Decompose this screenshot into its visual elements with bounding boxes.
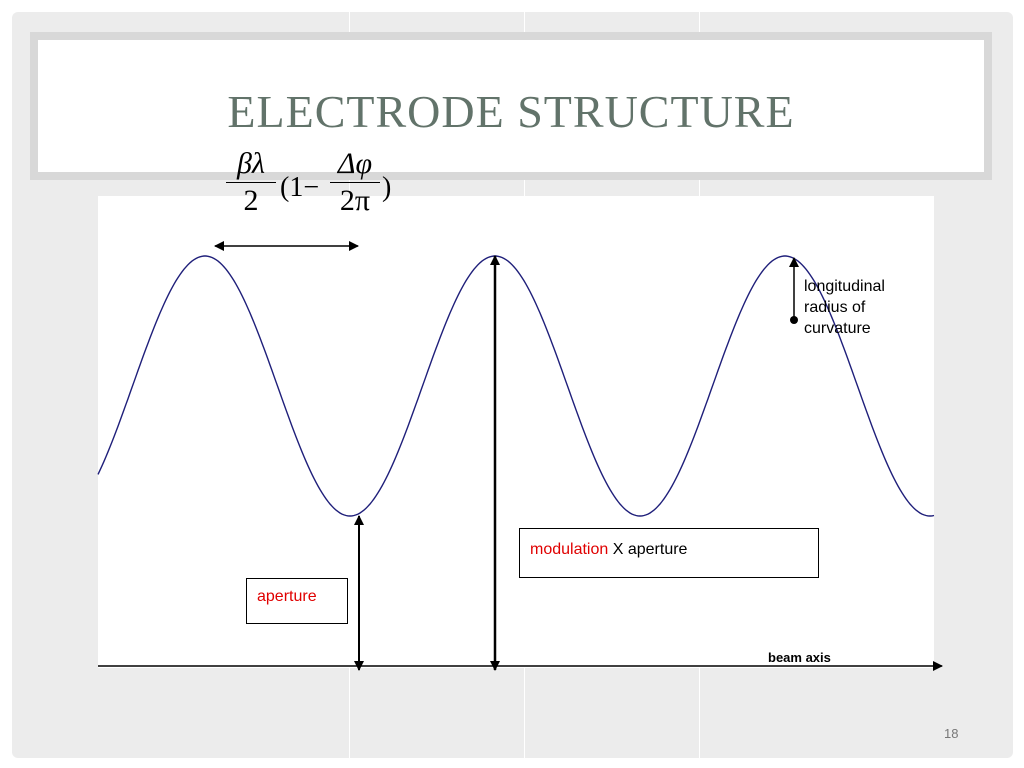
fraction-bar: [226, 182, 276, 183]
title-frame: ELECTRODE STRUCTURE: [30, 32, 992, 180]
formula-denominator-right: 2π: [339, 184, 371, 217]
formula-fraction-right: Δφ 2π: [330, 148, 380, 217]
curvature-label: longitudinal radius of curvature: [804, 276, 885, 339]
curvature-label-line: longitudinal: [804, 278, 885, 295]
formula-open-paren: (1−: [280, 172, 320, 203]
formula-close-paren: ): [382, 172, 392, 203]
curvature-label-line: radius of: [804, 299, 866, 316]
slide-title: ELECTRODE STRUCTURE: [227, 85, 795, 137]
formula: βλ 2 (1− Δφ 2π ): [222, 148, 402, 230]
modulation-label-box: modulation X aperture: [519, 528, 819, 578]
formula-numerator-right: Δφ: [337, 147, 373, 180]
modulation-word: modulation: [530, 541, 609, 558]
formula-fraction-left: βλ 2: [226, 148, 276, 217]
beam-axis-label: beam axis: [768, 650, 831, 665]
title-panel: ELECTRODE STRUCTURE: [38, 40, 984, 172]
aperture-label-box: aperture: [246, 578, 348, 624]
curvature-center-dot: [790, 316, 798, 324]
curvature-label-line: curvature: [804, 320, 871, 337]
aperture-label: aperture: [257, 588, 317, 605]
modulation-label: modulation X aperture: [530, 540, 687, 559]
modulation-rest: X aperture: [608, 541, 688, 558]
formula-denominator-left: 2: [243, 184, 259, 217]
page-number: 18: [944, 726, 959, 741]
fraction-bar: [330, 182, 380, 183]
formula-numerator-left: βλ: [237, 147, 265, 180]
